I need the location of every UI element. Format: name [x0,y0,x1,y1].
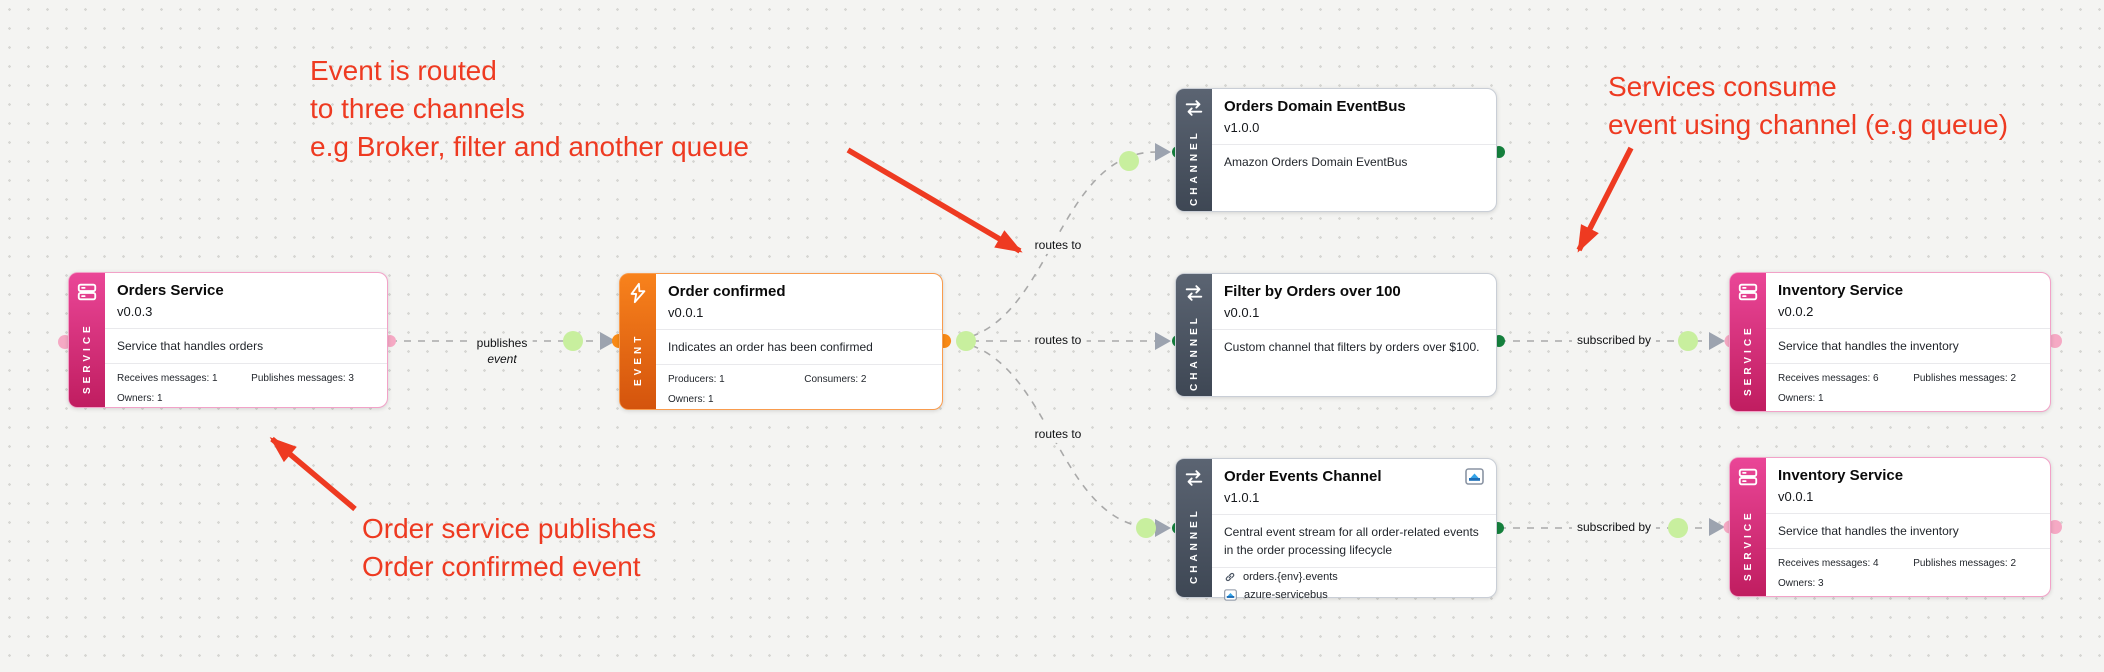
node-title: Orders Service [117,282,224,299]
annotation-routing-note: Event is routed to three channels e.g Br… [310,55,749,162]
stat-publishes: Publishes messages: 2 [1913,558,2017,569]
stat-receives: Receives messages: 4 [1778,558,1879,569]
node-version: v0.0.1 [1766,484,2050,514]
node-version: v1.0.1 [1212,485,1496,515]
node-type-label: SERVICE [1742,324,1754,396]
node-title: Inventory Service [1778,282,1904,299]
node-description: Central event stream for all order-relat… [1212,515,1496,568]
node-stats: Producers: 1 Consumers: 2 Owners: 1 [656,365,942,405]
channel-arrows-icon [1183,467,1205,489]
node-orders-domain-eventbus[interactable]: CHANNEL Orders Domain EventBus v1.0.0 Am… [1175,88,1497,212]
stat-receives: Receives messages: 1 [117,373,218,384]
node-title: Filter by Orders over 100 [1224,283,1401,300]
edge-label-subscribed-by-1: subscribed by [1571,330,1657,350]
stat-receives: Receives messages: 6 [1778,373,1879,384]
node-inventory-service-v2[interactable]: SERVICE Inventory Service v0.0.2 Service… [1729,272,2051,412]
node-version: v1.0.0 [1212,115,1496,145]
node-inventory-service-v1[interactable]: SERVICE Inventory Service v0.0.1 Service… [1729,457,2051,597]
stat-owners: Owners: 1 [117,393,163,404]
node-type-label: CHANNEL [1188,314,1200,392]
stat-owners: Owners: 1 [668,394,714,405]
node-type-label: EVENT [632,332,644,387]
node-stats: Receives messages: 1 Publishes messages:… [105,364,387,404]
edge-label-subscribed-by-2: subscribed by [1571,517,1657,537]
node-description: Custom channel that filters by orders ov… [1224,340,1480,354]
annotation-arrow-routing [846,147,1023,254]
channel-protocol: azure-servicebus [1244,589,1328,601]
server-icon [1737,466,1759,488]
event-sidebar: EVENT [620,274,656,409]
node-description: Service that handles the inventory [1766,329,2050,364]
node-order-events-channel[interactable]: CHANNEL Order Events Channel v1.0.1 Cent… [1175,458,1497,601]
node-orders-service[interactable]: SERVICE Orders Service v0.0.3 Service th… [68,272,388,408]
node-stats: Receives messages: 6 Publishes messages:… [1766,364,2050,404]
stat-owners: Owners: 3 [1778,578,1824,589]
service-sidebar: SERVICE [69,273,105,407]
node-stats: Receives messages: 4 Publishes messages:… [1766,549,2050,589]
channel-address: orders.{env}.events [1243,571,1338,583]
node-title: Orders Domain EventBus [1224,98,1406,115]
node-type-label: SERVICE [81,322,93,394]
channel-protocol-row: azure-servicebus [1212,586,1496,604]
node-type-label: CHANNEL [1188,507,1200,585]
server-icon [76,281,98,303]
node-version: v0.0.1 [656,300,942,330]
stat-publishes: Publishes messages: 3 [251,373,354,384]
channel-arrows-icon [1183,282,1205,304]
azure-servicebus-icon [1224,589,1237,601]
node-description: Service that handles the inventory [1766,514,2050,549]
edge-label-routes-to-1: routes to [1029,235,1087,255]
node-description: Indicates an order has been confirmed [656,330,942,365]
channel-address-row: orders.{env}.events [1212,568,1496,586]
node-version: v0.0.2 [1766,299,2050,329]
node-title: Order Events Channel [1224,468,1382,485]
annotation-publish-note: Order service publishes Order confirmed … [362,513,657,582]
bolt-icon [627,282,649,304]
link-icon [1224,571,1236,583]
edge-label-routes-to-3: routes to [1029,424,1087,444]
node-type-label: SERVICE [1742,509,1754,581]
annotation-consume-note: Services consume event using channel (e.… [1608,71,2009,140]
channel-sidebar: CHANNEL [1176,459,1212,597]
node-description: Amazon Orders Domain EventBus [1224,155,1408,169]
channel-arrows-icon [1183,97,1205,119]
node-filter-by-orders[interactable]: CHANNEL Filter by Orders over 100 v0.0.1… [1175,273,1497,397]
stat-consumers: Consumers: 2 [804,374,867,385]
node-version: v0.0.1 [1212,300,1496,330]
annotation-arrow-consume [1576,146,1634,253]
edge-label-routes-to-2: routes to [1029,330,1087,350]
stat-producers: Producers: 1 [668,374,725,385]
service-sidebar: SERVICE [1730,273,1766,411]
node-title: Order confirmed [668,283,786,300]
azure-servicebus-icon [1465,468,1484,485]
channel-sidebar: CHANNEL [1176,274,1212,396]
server-icon [1737,281,1759,303]
stat-owners: Owners: 1 [1778,393,1824,404]
annotation-arrow-publish [269,436,357,512]
node-description: Service that handles orders [105,329,387,364]
channel-sidebar: CHANNEL [1176,89,1212,211]
node-type-label: CHANNEL [1188,129,1200,207]
node-title: Inventory Service [1778,467,1904,484]
edge-label-publishes-event: publishes event [471,333,533,369]
service-sidebar: SERVICE [1730,458,1766,596]
node-version: v0.0.3 [105,299,387,329]
stat-publishes: Publishes messages: 2 [1913,373,2017,384]
node-order-confirmed[interactable]: EVENT Order confirmed v0.0.1 Indicates a… [619,273,943,410]
